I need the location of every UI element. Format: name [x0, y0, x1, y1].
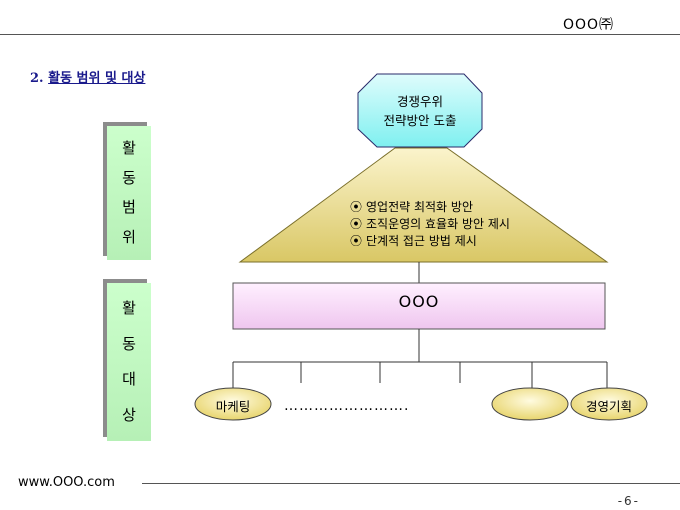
range-char: 범 — [122, 198, 136, 217]
target-char: 상 — [122, 405, 136, 424]
branch-ellipse-blank — [491, 387, 569, 421]
bullet-text: 조직운영의 효율화 방안 제시 — [366, 217, 510, 231]
octagon-line: 경쟁우위 — [396, 94, 443, 109]
bullet-item: ⦿단계적 접근 방법 제시 — [350, 233, 510, 250]
bullet-icon: ⦿ — [350, 217, 363, 231]
target-char: 대 — [122, 370, 136, 389]
triangle-shape — [238, 147, 609, 263]
branch-ellipse-planning — [570, 387, 648, 421]
branch-label-marketing: 마케팅 — [215, 399, 251, 414]
range-char: 활 — [122, 139, 136, 158]
footer-divider — [142, 483, 680, 484]
octagon-label: 경쟁우위 전략방안 도출 — [360, 92, 480, 130]
bullet-text: 영업전략 최적화 방안 — [366, 200, 473, 214]
bullet-list: ⦿영업전략 최적화 방안 ⦿조직운영의 효율화 방안 제시 ⦿단계적 접근 방법… — [350, 199, 510, 250]
bullet-item: ⦿영업전략 최적화 방안 — [350, 199, 510, 216]
center-bar-shape — [232, 282, 606, 330]
activity-range-label: 활 동 범 위 — [107, 126, 151, 260]
footer-url: www.OOO.com — [18, 475, 115, 490]
range-char: 위 — [122, 227, 136, 246]
range-char: 동 — [122, 168, 136, 187]
target-char: 동 — [122, 334, 136, 353]
header-divider — [0, 34, 680, 35]
activity-target-label: 활 동 대 상 — [107, 283, 151, 441]
section-number: 2. — [30, 71, 44, 86]
branch-label-planning: 경영기획 — [585, 399, 632, 414]
branch-ellipse-marketing — [194, 387, 272, 421]
center-bar-label: OOO — [398, 292, 440, 311]
page-number: -6- — [617, 494, 640, 508]
ellipsis-dots: ……………………. — [284, 398, 410, 414]
section-title: 2. 활동 범위 및 대상 — [30, 67, 145, 86]
target-char: 활 — [122, 299, 136, 318]
company-name: OOO㈜ — [562, 17, 614, 33]
bullet-icon: ⦿ — [350, 234, 363, 248]
bullet-icon: ⦿ — [350, 200, 363, 214]
bullet-item: ⦿조직운영의 효율화 방안 제시 — [350, 216, 510, 233]
bullet-text: 단계적 접근 방법 제시 — [366, 234, 477, 248]
section-title-text: 활동 범위 및 대상 — [48, 71, 146, 86]
octagon-shape — [357, 73, 483, 148]
octagon-line: 전략방안 도출 — [383, 113, 457, 128]
